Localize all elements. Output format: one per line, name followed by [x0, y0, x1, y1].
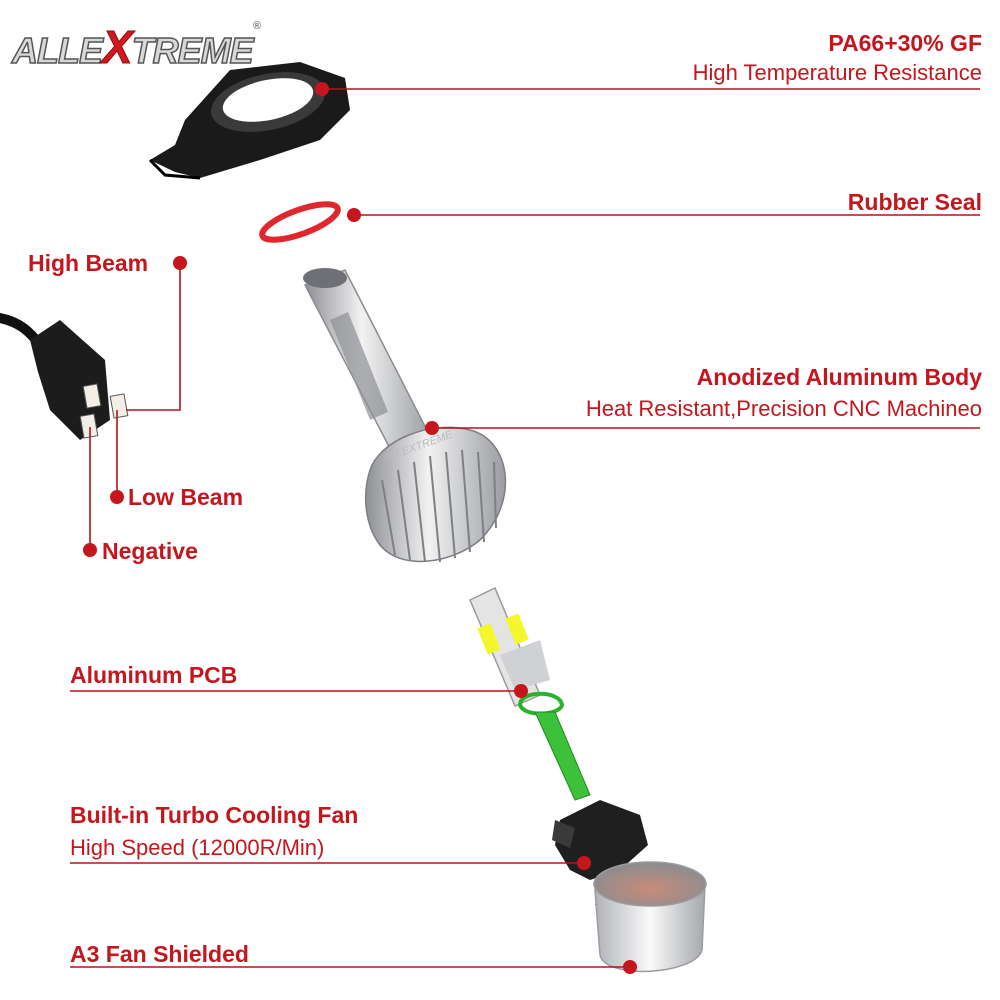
fan-subtitle-label: High Speed (12000R/Min): [70, 835, 325, 860]
callout-dots: [83, 82, 637, 974]
logo-part3: TREME: [131, 29, 255, 72]
brand-logo: ALLEXTREME®: [11, 20, 261, 74]
body-subtitle-label: Heat Resistant,Precision CNC Machineo: [585, 396, 982, 421]
body-title-label: Anodized Aluminum Body: [696, 364, 982, 390]
logo-registered: ®: [252, 20, 261, 32]
shield-label: A3 Fan Shielded: [70, 941, 249, 967]
pcb-label: Aluminum PCB: [70, 662, 238, 688]
high-beam-label: High Beam: [28, 250, 149, 276]
fan-title-label: Built-in Turbo Cooling Fan: [70, 802, 359, 828]
rubber-seal-label: Rubber Seal: [847, 189, 982, 215]
negative-label: Negative: [102, 538, 198, 564]
aluminum-body-part: ALLEXTREME: [303, 268, 507, 563]
fan-shield-part: [593, 861, 707, 973]
low-beam-label: Low Beam: [128, 484, 244, 510]
housing-subtitle-label: High Temperature Resistance: [692, 60, 982, 85]
logo-part2: X: [102, 21, 134, 74]
h4-plug: [0, 313, 129, 440]
logo-part1: ALLE: [11, 29, 104, 72]
pcb-part: [469, 586, 591, 801]
rubber-seal-ring: [259, 201, 341, 243]
callout-lines: [70, 88, 980, 968]
housing-title-label: PA66+30% GF: [828, 30, 982, 56]
housing-part: [148, 62, 350, 180]
